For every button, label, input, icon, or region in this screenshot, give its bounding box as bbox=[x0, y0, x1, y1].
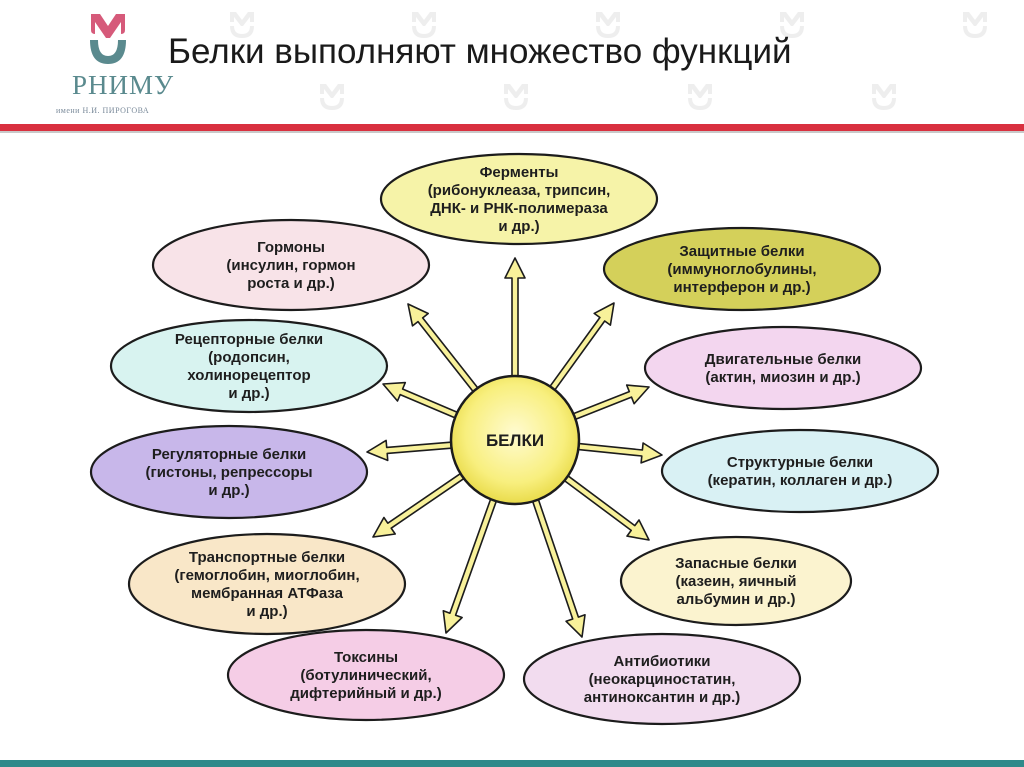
node-label-line: альбумин и др.) bbox=[676, 591, 795, 608]
watermark-icon bbox=[504, 84, 528, 110]
arrow-regulyatornye bbox=[366, 439, 459, 462]
node-regulyatornye: Регуляторные белки(гистоны, репрессорыи … bbox=[89, 424, 369, 520]
arrow-antibiotiki bbox=[529, 493, 586, 638]
logo-text: РНИМУ bbox=[72, 70, 175, 100]
rnimu-emblem-icon bbox=[90, 14, 126, 64]
header-rule-grey bbox=[0, 131, 1024, 133]
node-ellipse bbox=[522, 632, 802, 726]
watermark-icon bbox=[230, 12, 254, 38]
node-label-line: (ботулинический, bbox=[300, 667, 431, 684]
node-label-line: дифтерийный и др.) bbox=[290, 685, 441, 702]
arrow-strukturnye bbox=[571, 442, 663, 464]
node-label-line: (иммуноглобулины, bbox=[667, 261, 816, 278]
slide-header: РНИМУ имени Н.И. ПИРОГОВА Белки выполняю… bbox=[0, 0, 1024, 125]
node-label-line: Рецепторные белки bbox=[175, 331, 323, 348]
node-label-line: (неокарциностатин, bbox=[589, 671, 736, 688]
node-label-line: (родопсин, bbox=[208, 349, 290, 366]
node-label-line: и др.) bbox=[498, 218, 539, 235]
arrow-zashchitnye bbox=[545, 302, 615, 396]
node-label-line: ДНК- и РНК-полимераза bbox=[430, 200, 608, 217]
node-label-line: (кератин, коллаген и др.) bbox=[708, 472, 893, 489]
node-label-line: и др.) bbox=[208, 482, 249, 499]
center-circle bbox=[449, 374, 581, 506]
watermark-icon bbox=[688, 84, 712, 110]
nodes-layer: Ферменты(рибонуклеаза, трипсин,ДНК- и РН… bbox=[89, 152, 940, 726]
node-label-line: Гормоны bbox=[257, 239, 325, 256]
node-label-line: роста и др.) bbox=[247, 275, 335, 292]
node-label-line: Запасные белки bbox=[675, 555, 797, 572]
node-toksiny: Токсины(ботулинический,дифтерийный и др.… bbox=[226, 628, 506, 722]
node-label-line: интерферон и др.) bbox=[673, 279, 810, 296]
rnimu-logo: РНИМУ имени Н.И. ПИРОГОВА bbox=[56, 10, 178, 115]
header-rule-red bbox=[0, 124, 1024, 131]
arrow-transportnye bbox=[372, 469, 470, 538]
watermark-icon bbox=[320, 84, 344, 110]
node-label-line: Антибиотики bbox=[613, 653, 710, 670]
node-label-line: и др.) bbox=[228, 385, 269, 402]
node-label-line: Ферменты bbox=[480, 164, 559, 181]
footer-bar bbox=[0, 760, 1024, 767]
node-transportnye: Транспортные белки(гемоглобин, миоглобин… bbox=[127, 532, 407, 636]
node-label-line: и др.) bbox=[246, 603, 287, 620]
node-label-line: (инсулин, гормон bbox=[226, 257, 355, 274]
logo-subtext: имени Н.И. ПИРОГОВА bbox=[56, 106, 150, 115]
node-ellipse bbox=[127, 532, 407, 636]
node-ellipse bbox=[109, 318, 389, 414]
arrow-gormony bbox=[407, 303, 483, 398]
arrows-layer bbox=[366, 257, 663, 638]
arrow-zapasnye bbox=[558, 471, 650, 541]
node-label-line: Структурные белки bbox=[727, 454, 873, 471]
watermark-icon bbox=[412, 12, 436, 38]
node-ellipse bbox=[89, 424, 369, 520]
watermark-icon bbox=[872, 84, 896, 110]
node-ellipse bbox=[643, 325, 923, 411]
node-ellipse bbox=[660, 428, 940, 514]
slide-title: Белки выполняют множество функций bbox=[168, 32, 792, 71]
watermark-icon bbox=[963, 12, 987, 38]
node-retseptornye: Рецепторные белки(родопсин,холинорецепто… bbox=[109, 318, 389, 414]
watermark-icon bbox=[780, 12, 804, 38]
node-antibiotiki: Антибиотики(неокарциностатин,антиноксант… bbox=[522, 632, 802, 726]
node-label-line: Регуляторные белки bbox=[152, 446, 306, 463]
node-fermenty: Ферменты(рибонуклеаза, трипсин,ДНК- и РН… bbox=[379, 152, 659, 246]
node-label-line: холинорецептор bbox=[187, 367, 310, 384]
arrow-retseptornye bbox=[382, 381, 464, 421]
node-strukturnye: Структурные белки(кератин, коллаген и др… bbox=[660, 428, 940, 514]
node-ellipse bbox=[226, 628, 506, 722]
node-ellipse bbox=[602, 226, 882, 312]
node-label-line: Защитные белки bbox=[679, 243, 804, 260]
center-label: БЕЛКИ bbox=[486, 431, 544, 450]
node-label-line: мембранная АТФаза bbox=[191, 585, 344, 602]
node-label-line: антиноксантин и др.) bbox=[584, 689, 740, 706]
node-label-line: Токсины bbox=[334, 649, 398, 666]
node-ellipse bbox=[379, 152, 659, 246]
node-zashchitnye: Защитные белки(иммуноглобулины,интерферо… bbox=[602, 226, 882, 312]
node-ellipse bbox=[619, 535, 853, 627]
node-label-line: (гемоглобин, миоглобин, bbox=[174, 567, 359, 584]
arrow-fermenty bbox=[504, 257, 526, 383]
watermark-icon bbox=[596, 12, 620, 38]
node-label-line: Двигательные белки bbox=[705, 351, 861, 368]
arrow-dvigatelnye bbox=[566, 384, 650, 423]
node-dvigatelnye: Двигательные белки(актин, миозин и др.) bbox=[643, 325, 923, 411]
node-label-line: (гистоны, репрессоры bbox=[145, 464, 312, 481]
node-ellipse bbox=[151, 218, 431, 312]
center-node: БЕЛКИ bbox=[449, 374, 581, 506]
node-label-line: (актин, миозин и др.) bbox=[705, 369, 860, 386]
node-label-line: (рибонуклеаза, трипсин, bbox=[428, 182, 611, 199]
node-label-line: (казеин, яичный bbox=[675, 573, 796, 590]
arrow-toksiny bbox=[442, 492, 500, 634]
node-label-line: Транспортные белки bbox=[189, 549, 345, 566]
